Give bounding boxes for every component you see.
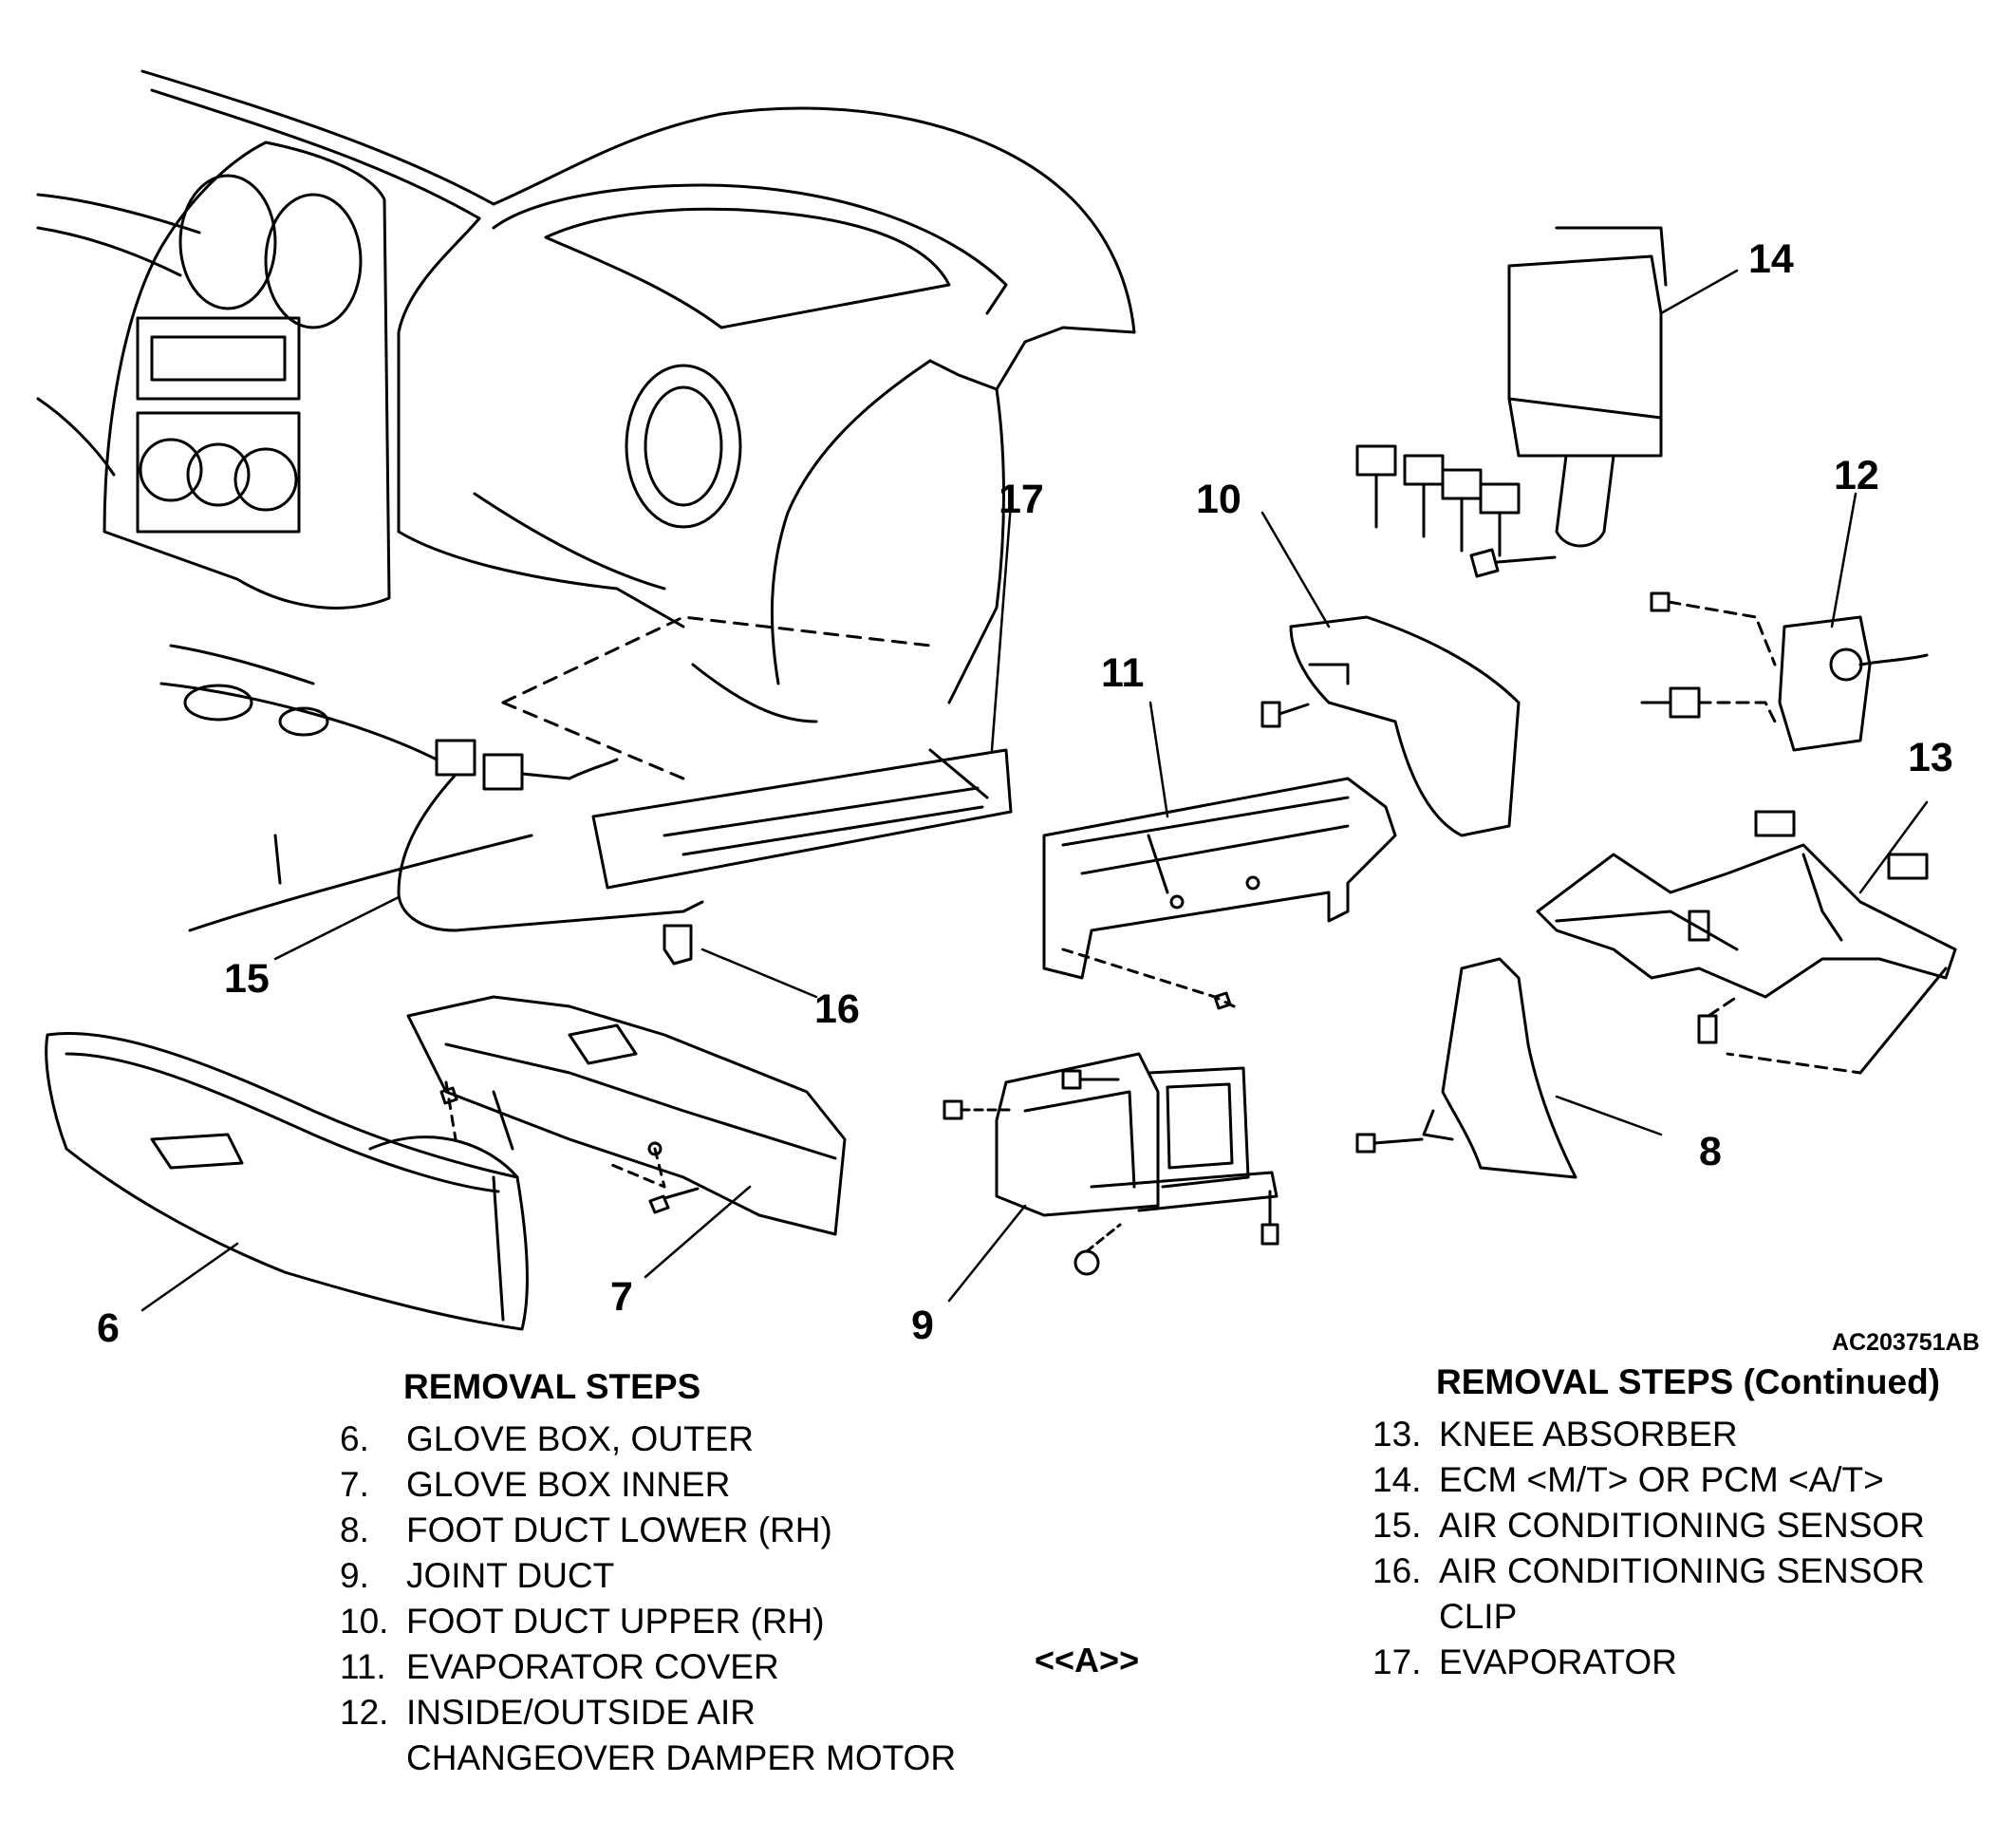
evaporator-cover [1042,777,1397,1010]
list-item: 14. ECM <M/T> OR PCM <A/T> [1346,1457,1940,1503]
step-text: FOOT DUCT LOWER (RH) [406,1511,832,1549]
list-item: CLIP [1346,1594,1940,1640]
air-conditioning-sensor [397,739,704,932]
step-number: 13. [1372,1415,1422,1454]
step-text: CHANGEOVER DAMPER MOTOR [406,1738,957,1777]
list-item: 15. AIR CONDITIONING SENSOR [1346,1503,1940,1548]
step-number: 6. [340,1419,369,1458]
step-text: CLIP [1439,1597,1518,1636]
callout-13: 13 [1908,735,1953,780]
list-item: 8. FOOT DUCT LOWER (RH) [313,1508,956,1553]
step-text: AIR CONDITIONING SENSOR [1439,1551,1925,1590]
step-number: 17. [1372,1642,1422,1681]
list-item: 13. KNEE ABSORBER [1346,1412,1940,1457]
list-item: CHANGEOVER DAMPER MOTOR [313,1736,956,1781]
callout-12: 12 [1834,453,1879,498]
list-item: 11. EVAPORATOR COVER [313,1644,956,1690]
joint-duct [943,1052,1279,1276]
figure-id: AC203751AB [1832,1329,1980,1356]
step-text: AIR CONDITIONING SENSOR [1439,1506,1925,1545]
list-item: 17. EVAPORATOR [1346,1640,1940,1685]
callout-7: 7 [610,1274,633,1320]
procedure-tag: <<A>> [1035,1641,1140,1679]
removal-steps-continued-list: REMOVAL STEPS (Continued) 13. KNEE ABSORB… [1346,1362,1940,1685]
step-text: INSIDE/OUTSIDE AIR [406,1693,756,1732]
step-number: 9. [340,1556,369,1595]
list-item: 7. GLOVE BOX INNER [313,1462,956,1508]
removal-steps-heading: REMOVAL STEPS [403,1367,701,1406]
instrument-panel [36,69,1136,932]
knee-absorber [1536,810,1957,1075]
step-text: GLOVE BOX, OUTER [406,1419,754,1458]
callout-16: 16 [814,986,860,1032]
step-text: GLOVE BOX INNER [406,1465,731,1504]
callout-15: 15 [224,956,270,1002]
evaporator [591,748,1013,890]
step-number: 15. [1372,1506,1422,1545]
callout-9: 9 [911,1303,934,1348]
list-item: 12. INSIDE/OUTSIDE AIR [313,1690,956,1736]
step-number: 16. [1372,1551,1422,1590]
step-text: JOINT DUCT [406,1556,615,1595]
callout-17: 17 [999,477,1044,522]
removal-steps-continued-heading: REMOVAL STEPS (Continued) [1436,1362,1941,1401]
callout-6: 6 [97,1305,120,1351]
step-text: ECM <M/T> OR PCM <A/T> [1439,1460,1884,1499]
step-number: 11. [340,1647,386,1686]
list-item: 10. FOOT DUCT UPPER (RH) [313,1599,956,1644]
step-text: FOOT DUCT UPPER (RH) [406,1602,825,1641]
ecm-pcm-module [1355,226,1668,578]
step-number: 10. [340,1602,389,1641]
glove-box-inner [406,995,847,1236]
step-text: EVAPORATOR [1439,1642,1677,1681]
step-text: KNEE ABSORBER [1439,1415,1738,1454]
callout-10: 10 [1196,477,1241,522]
list-item: 6. GLOVE BOX, OUTER [313,1417,956,1462]
leader-lines [140,269,1929,1312]
removal-steps-list: REMOVAL STEPS 6. GLOVE BOX, OUTER 7. GLOVE… [313,1367,956,1781]
callout-14: 14 [1748,236,1794,282]
foot-duct-upper [1260,615,1521,837]
sensor-clip [663,924,693,966]
list-item: 16. AIR CONDITIONING SENSOR [1346,1548,1940,1594]
callout-8: 8 [1699,1129,1722,1174]
step-text: EVAPORATOR COVER [406,1647,779,1686]
step-number: 12. [340,1693,389,1732]
foot-duct-lower [1355,957,1577,1179]
callout-11: 11 [1101,650,1145,696]
step-number: 14. [1372,1460,1422,1499]
step-number: 8. [340,1511,369,1549]
step-number: 7. [340,1465,369,1504]
exploded-parts-diagram [36,69,1957,1331]
glove-box-outer [45,1031,529,1331]
damper-motor [1640,591,1929,752]
list-item: 9. JOINT DUCT [313,1553,956,1599]
